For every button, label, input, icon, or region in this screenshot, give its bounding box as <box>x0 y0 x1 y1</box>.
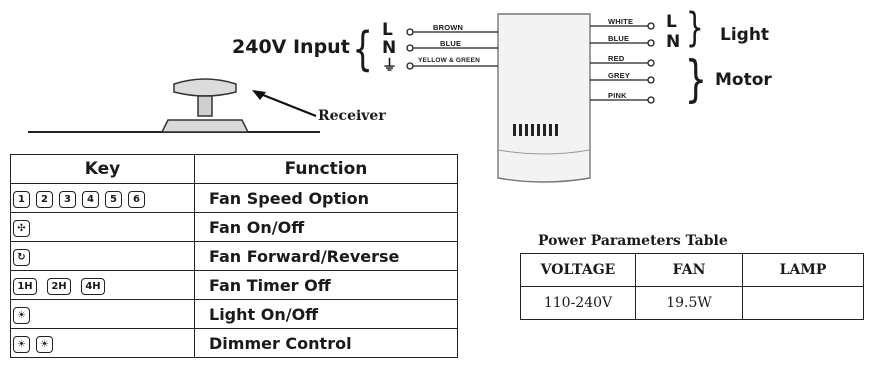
reverse-icon: ↻ <box>13 248 30 266</box>
key-header: Key <box>10 154 195 184</box>
timer-1h-key: 1H <box>13 277 37 295</box>
speed-key-3: 3 <box>59 190 76 208</box>
dimmer-up-bulb-icon: ☀ <box>36 335 53 353</box>
function-dimmer: Dimmer Control <box>194 328 458 358</box>
wire-label-pink: PINK <box>608 91 627 100</box>
receiver-label: Receiver <box>318 108 386 124</box>
motor-brace: } <box>684 50 708 108</box>
input-terminal-n: N <box>382 38 397 58</box>
timer-2h-key: 2H <box>47 277 71 295</box>
fan-header: FAN <box>635 253 743 287</box>
power-table-header: VOLTAGE FAN LAMP <box>520 253 864 287</box>
receiver-box <box>497 13 591 183</box>
output-terminal-l: L <box>666 12 677 32</box>
wire-label-white: WHITE <box>608 17 634 26</box>
table-row: ☀ Light On/Off <box>10 299 458 329</box>
light-label: Light <box>720 25 770 45</box>
receiver-arrow <box>257 91 317 118</box>
power-parameters-table: VOLTAGE FAN LAMP 110-240V 19.5W <box>520 253 864 320</box>
wire-label-brown: BROWN <box>433 23 464 32</box>
key-table-header: Key Function <box>10 154 458 184</box>
speed-key-2: 2 <box>36 190 53 208</box>
lamp-power-value <box>742 286 864 320</box>
input-terminal-l: L <box>382 20 393 40</box>
fan-icon: ✣ <box>13 219 30 237</box>
timer-keys: 1H 2H 4H <box>10 270 195 300</box>
function-fan-timer: Fan Timer Off <box>194 270 458 300</box>
table-row: ☀ ☀ Dimmer Control <box>10 328 458 358</box>
lamp-header: LAMP <box>742 253 864 287</box>
function-light-on-off: Light On/Off <box>194 299 458 329</box>
wire-label-yellow-green: YELLOW & GREEN <box>418 57 481 64</box>
speed-key-1: 1 <box>13 190 30 208</box>
power-table-title: Power Parameters Table <box>538 233 728 249</box>
dimmer-down-bulb-icon: ☀ <box>13 335 30 353</box>
wire-label-red: RED <box>608 54 625 63</box>
voltage-value: 110-240V <box>520 286 636 320</box>
speed-key-6: 6 <box>128 190 145 208</box>
wire-label-blue-in: BLUE <box>440 39 462 48</box>
speed-key-5: 5 <box>105 190 122 208</box>
ground-icon: ⏚ <box>382 56 398 74</box>
table-row: 110-240V 19.5W <box>520 286 864 320</box>
fan-power-value: 19.5W <box>635 286 743 320</box>
function-header: Function <box>194 154 458 184</box>
table-row: ✣ Fan On/Off <box>10 212 458 242</box>
bulb-icon: ☀ <box>13 306 30 324</box>
table-row: ↻ Fan Forward/Reverse <box>10 241 458 271</box>
light-brace: } <box>685 5 704 51</box>
table-row: 1H 2H 4H Fan Timer Off <box>10 270 458 300</box>
voltage-header: VOLTAGE <box>520 253 636 287</box>
input-brace: { <box>352 22 373 76</box>
wire-label-blue-out: BLUE <box>608 34 630 43</box>
timer-4h-key: 4H <box>81 277 105 295</box>
speed-key-4: 4 <box>82 190 99 208</box>
wire-label-grey: GREY <box>608 71 631 80</box>
function-fan-on-off: Fan On/Off <box>194 212 458 242</box>
motor-label: Motor <box>715 70 772 90</box>
input-voltage-label: 240V Input <box>232 36 350 58</box>
ceiling-fan-drawing <box>160 78 250 133</box>
function-fan-reverse: Fan Forward/Reverse <box>194 241 458 271</box>
function-fan-speed: Fan Speed Option <box>194 183 458 213</box>
output-terminal-n: N <box>666 32 681 52</box>
receiver-vents <box>513 124 558 136</box>
